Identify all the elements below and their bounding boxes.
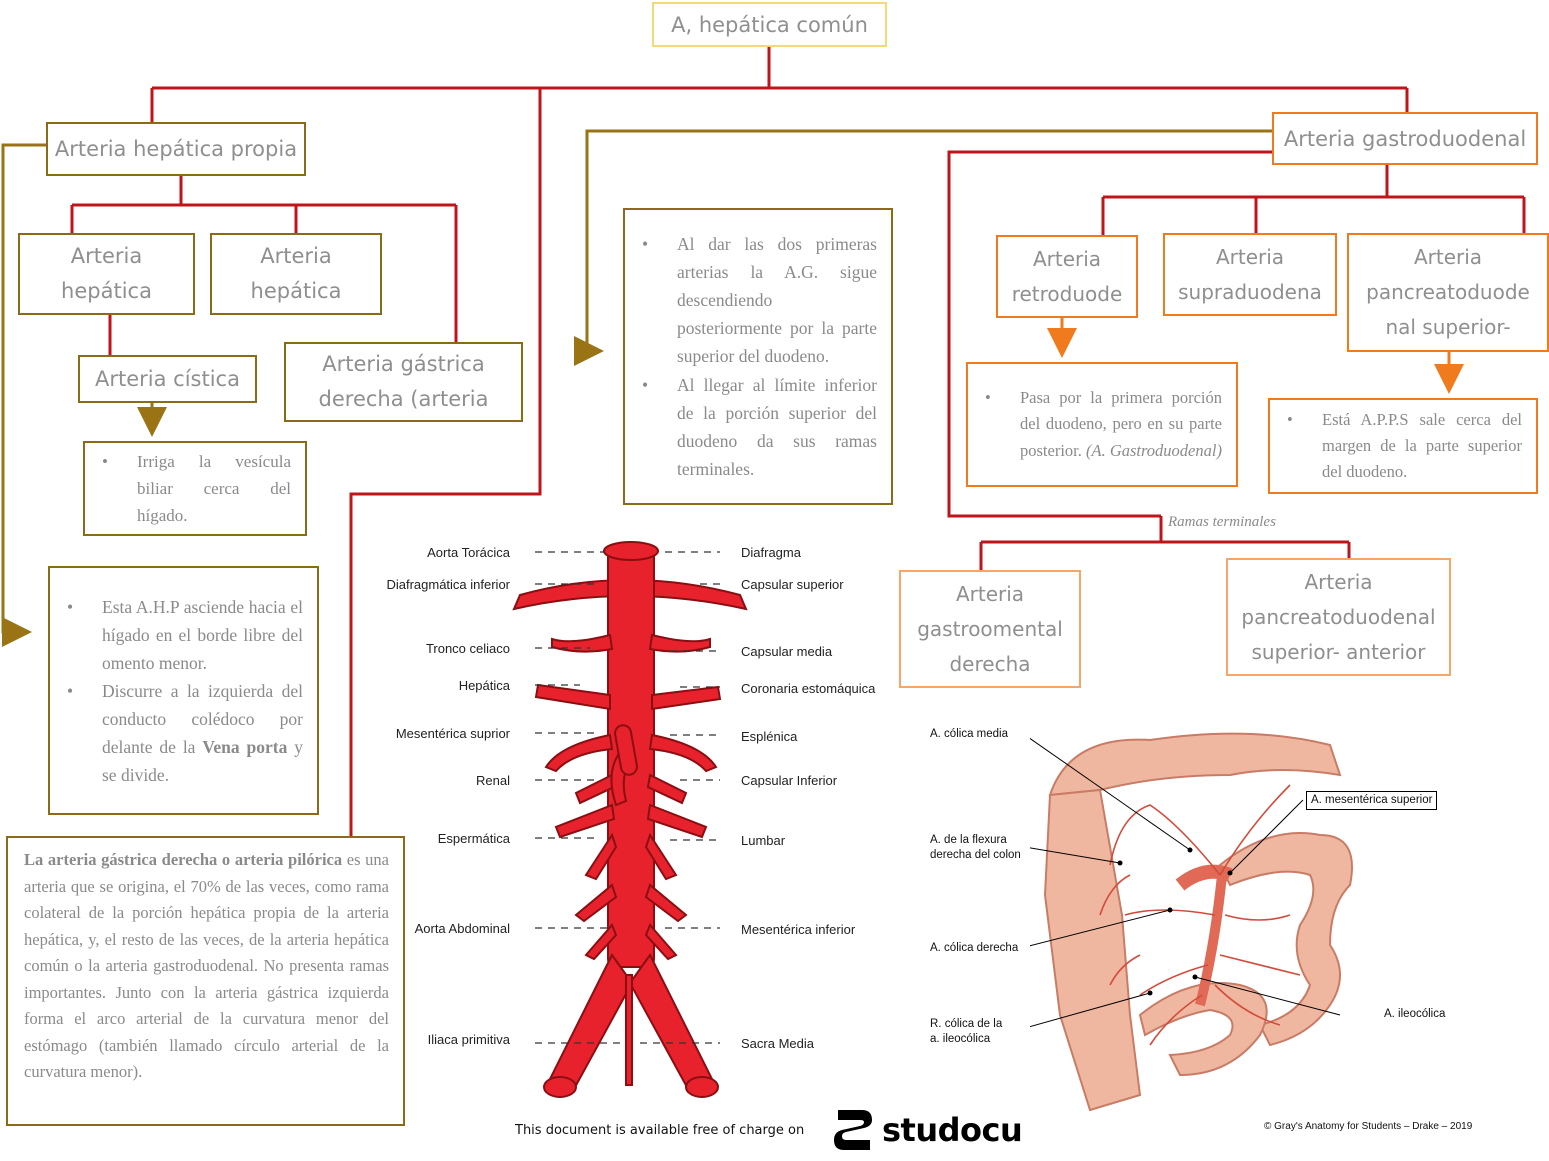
aorta-label-right-5: Capsular Inferior xyxy=(741,773,838,788)
vena-porta-bold: Vena porta xyxy=(202,736,288,757)
arteria-cistica-box: Arteria cística xyxy=(78,355,257,403)
arteria-hepatica-1-box: Arteria hepática xyxy=(18,233,195,315)
colon-label-colica-derecha: A. cólica derecha xyxy=(930,942,1019,954)
aorta-label-right-7: Mesentérica inferior xyxy=(741,922,856,937)
pancreatoduodenal-sup-box: Arteria pancreatoduode nal superior- xyxy=(1347,233,1549,352)
arteria-cistica-label: Arteria cística xyxy=(95,367,240,391)
studocu-logo[interactable]: studocu xyxy=(832,1106,1023,1154)
arteria-hepatica-2-box: Arteria hepática xyxy=(210,233,382,315)
colon-label-flexura: A. de la flexura derecha del colon xyxy=(930,834,1021,861)
aorta-label-right-0: Diafragma xyxy=(741,545,801,560)
pancsup-line3: nal superior- xyxy=(1385,315,1511,339)
ahp-note: Esta A.H.P asciende hacia el hígado en e… xyxy=(48,566,319,815)
colon-label-rcolica: R. cólica de la a. ileocólica xyxy=(930,1018,1003,1045)
ahp-bullet-1: Esta A.H.P asciende hacia el hígado en e… xyxy=(67,593,303,677)
pancreatoduodenal-ant-box: Arteria pancreatoduodenal superior- ante… xyxy=(1226,558,1451,676)
gastrica-derecha-note: La arteria gástrica derecha o arteria pi… xyxy=(6,836,405,1126)
hepatica-propia-title: Arteria hepática propia xyxy=(54,137,298,161)
apps-bullet: Está A.P.P.S sale cerca del margen de la… xyxy=(1287,407,1522,485)
aorta-label-left-4: Mesentérica suprior xyxy=(395,726,510,741)
pancant-line1: Arteria xyxy=(1304,569,1373,594)
gastroduodenal-box: Arteria gastroduodenal xyxy=(1272,112,1538,165)
colon-label-ileocolica: A. ileocólica xyxy=(1384,1008,1446,1020)
arteria-gastrica-line2: derecha (arteria xyxy=(318,387,489,411)
ag-bullet-2: Al llegar al límite inferior de la porci… xyxy=(642,371,877,484)
hepatica-comun-box: A, hepática común xyxy=(652,2,887,47)
aorta-label-left-1: Diafragmática inferior xyxy=(386,577,510,592)
aorta-label-left-0: Aorta Torácica xyxy=(427,545,510,560)
hepatica-comun-title: A, hepática común xyxy=(671,12,868,37)
aorta-label-right-8: Sacra Media xyxy=(741,1036,814,1051)
aorta-label-left-6: Espermática xyxy=(437,831,510,846)
gastroomental-line1: Arteria xyxy=(955,581,1025,606)
ag-bullet-1: Al dar las dos primeras arterias la A.G.… xyxy=(642,230,877,371)
retro-bullet: Pasa por la primera porción del duodeno,… xyxy=(985,385,1222,465)
ramas-terminales-label: Ramas terminales xyxy=(1168,514,1276,530)
gastroduodenal-title: Arteria gastroduodenal xyxy=(1283,126,1527,151)
retroduodenal-note: Pasa por la primera porción del duodeno,… xyxy=(966,362,1238,487)
supraduodenal-line1: Arteria xyxy=(1215,244,1285,269)
arteria-hepatica-1-line1: Arteria xyxy=(70,244,143,268)
pancant-line2: pancreatoduodenal xyxy=(1241,604,1436,629)
aorta-label-right-6: Lumbar xyxy=(741,833,786,848)
arteria-hepatica-1-line2: hepática xyxy=(61,279,152,303)
footer-available-text: This document is available free of charg… xyxy=(515,1123,805,1138)
supraduodenal-line2: supraduodena xyxy=(1178,279,1322,304)
retroduodenal-box: Arteria retroduode xyxy=(996,235,1138,318)
aorta-label-left-5: Renal xyxy=(476,773,510,788)
pancsup-line1: Arteria xyxy=(1413,245,1483,269)
apps-note: Está A.P.P.S sale cerca del margen de la… xyxy=(1268,398,1538,494)
aorta-label-right-3: Coronaria estomáquica xyxy=(741,681,876,696)
credit-text: © Gray's Anatomy for Students – Drake – … xyxy=(1264,1121,1473,1132)
retroduodenal-line2: retroduode xyxy=(1011,281,1123,306)
gastroomental-box: Arteria gastroomental derecha xyxy=(899,570,1081,688)
aorta-illustration xyxy=(512,541,748,1098)
aorta-label-right-2: Capsular media xyxy=(741,644,833,659)
colon-label-mesenterica-superior: A. mesentérica superior xyxy=(1306,791,1438,810)
colon-label-colica-media: A. cólica media xyxy=(930,728,1008,740)
aorta-label-right-1: Capsular superior xyxy=(741,577,844,592)
ag-note: Al dar las dos primeras arterias la A.G.… xyxy=(623,208,893,505)
hepatica-propia-box: Arteria hepática propia xyxy=(46,122,306,176)
irriga-note: Irriga la vesícula biliar cerca del híga… xyxy=(83,441,307,536)
aorta-label-left-3: Hepática xyxy=(458,678,510,693)
pancant-line3: superior- anterior xyxy=(1251,639,1426,664)
studocu-brand: studocu xyxy=(882,1111,1023,1149)
aorta-label-left-2: Tronco celiaco xyxy=(425,641,510,656)
aorta-label-left-8: Iliaca primitiva xyxy=(427,1032,510,1047)
arteria-gastrica-derecha-box: Arteria gástrica derecha (arteria xyxy=(284,342,523,422)
arteria-hepatica-2-line1: Arteria xyxy=(260,244,332,268)
arteria-gastrica-line1: Arteria gástrica xyxy=(322,352,485,376)
aorta-label-right-4: Esplénica xyxy=(741,729,798,744)
pancsup-line2: pancreatoduode xyxy=(1366,280,1530,304)
aorta-label-left-7: Aorta Abdominal xyxy=(414,921,510,936)
retroduodenal-line1: Arteria xyxy=(1032,246,1102,271)
arteria-hepatica-2-line2: hepática xyxy=(250,279,342,303)
supraduodenal-box: Arteria supraduodena xyxy=(1163,233,1337,316)
gastrica-derecha-note-text: La arteria gástrica derecha o arteria pi… xyxy=(24,850,389,1081)
gastroomental-line3: derecha xyxy=(949,651,1031,676)
colon-illustration xyxy=(1030,732,1353,1112)
irriga-bullet: Irriga la vesícula biliar cerca del híga… xyxy=(102,448,291,529)
studocu-logo-icon xyxy=(834,1110,872,1150)
ahp-bullet-2: Discurre a la izquierda del conducto col… xyxy=(67,677,303,789)
gastroomental-line2: gastroomental xyxy=(917,616,1063,641)
